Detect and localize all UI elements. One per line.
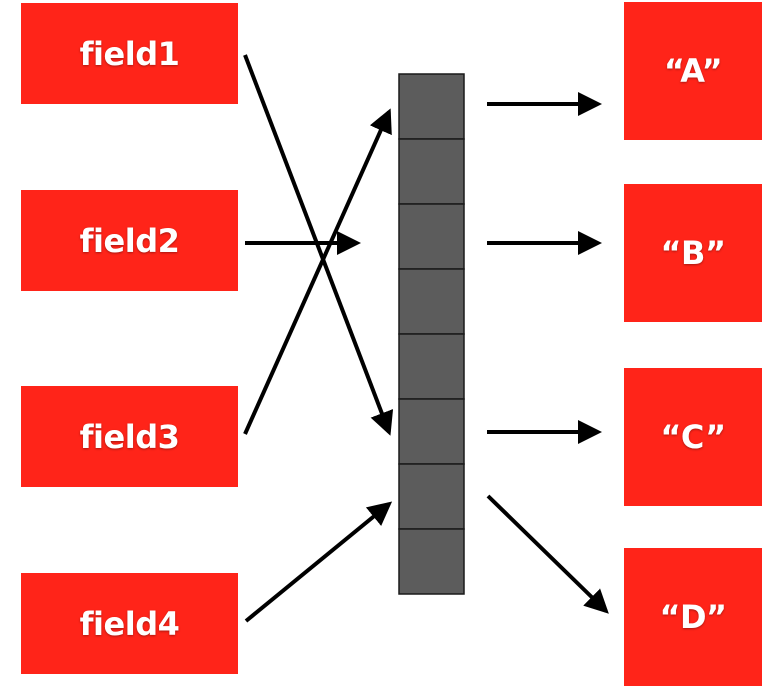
field1-label: field1 bbox=[79, 34, 180, 73]
arrow-field4-to-slot bbox=[244, 501, 393, 623]
field4-label: field4 bbox=[79, 604, 180, 643]
array-slot-1 bbox=[398, 138, 465, 205]
value-d-label: “D” bbox=[659, 598, 727, 636]
value-b-box: “B” bbox=[624, 184, 762, 322]
value-d-box: “D” bbox=[624, 548, 762, 686]
value-a-label: “A” bbox=[663, 52, 723, 90]
array-slot-0 bbox=[398, 73, 465, 140]
value-c-box: “C” bbox=[624, 368, 762, 506]
array-slot-3 bbox=[398, 268, 465, 335]
value-c-label: “C” bbox=[660, 418, 726, 456]
field3-box: field3 bbox=[21, 386, 238, 487]
field2-box: field2 bbox=[21, 190, 238, 291]
field1-box: field1 bbox=[21, 3, 238, 104]
field2-label: field2 bbox=[79, 221, 180, 260]
field4-box: field4 bbox=[21, 573, 238, 674]
field3-label: field3 bbox=[79, 417, 180, 456]
array-slot-7 bbox=[398, 528, 465, 595]
arrows bbox=[243, 54, 609, 623]
array-slot-4 bbox=[398, 333, 465, 400]
arrow-field3-to-slot bbox=[243, 108, 392, 435]
array-slot-2 bbox=[398, 203, 465, 270]
arrow-slot-to-value-d bbox=[486, 494, 609, 614]
array-slot-5 bbox=[398, 398, 465, 465]
value-b-label: “B” bbox=[660, 234, 726, 272]
value-a-box: “A” bbox=[624, 2, 762, 140]
array-slot-6 bbox=[398, 463, 465, 530]
hash-array bbox=[398, 73, 465, 595]
